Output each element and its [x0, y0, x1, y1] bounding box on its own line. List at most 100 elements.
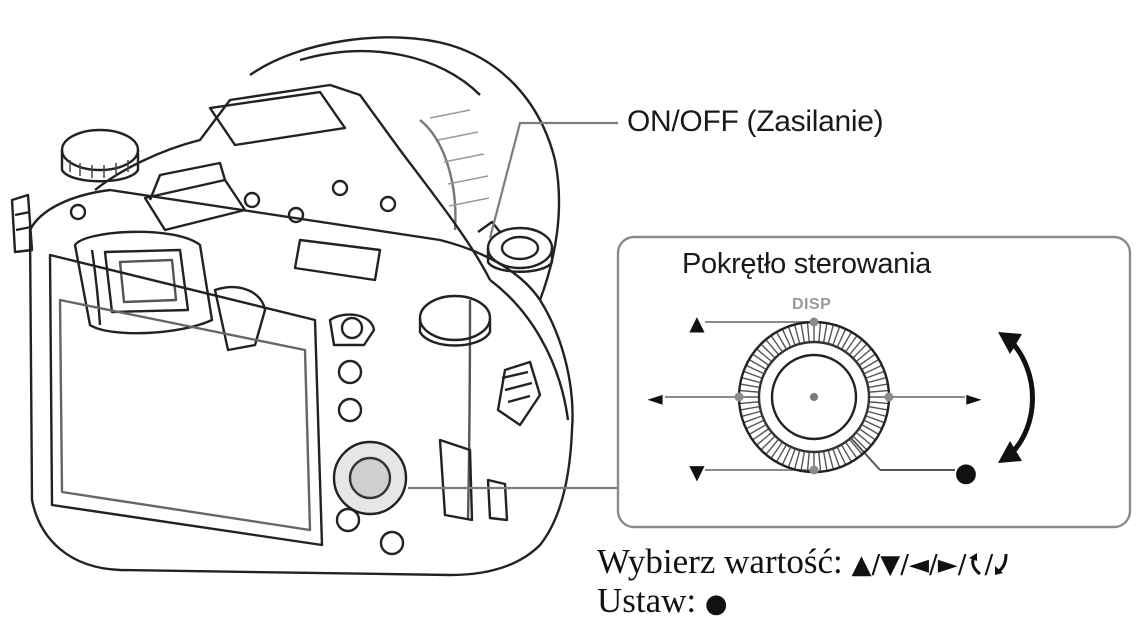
knurl-tick [818, 452, 822, 471]
knurl-tick [869, 401, 888, 405]
dial-inset-panel [616, 235, 1132, 529]
knurl-tick [856, 348, 872, 362]
knurl-tick [806, 452, 810, 471]
wheel-position-dots [734, 317, 894, 475]
knurl-tick [776, 445, 787, 462]
knurl-tick [827, 450, 834, 469]
knurl-tick [837, 447, 846, 465]
knurl-tick [761, 436, 775, 450]
knurl-tick [867, 377, 886, 384]
rotate-ccw-icon [969, 553, 982, 576]
lens-barrel [249, 36, 561, 301]
knurl-tick [770, 442, 783, 459]
knurl-tick [864, 420, 882, 429]
knurl-tick [744, 415, 762, 423]
knurl-tick [749, 424, 766, 435]
power-switch-label: ON/OFF (Zasilanie) [627, 105, 884, 138]
knurl-tick [756, 348, 772, 362]
knurl-tick [752, 428, 769, 441]
knurl-tick [776, 332, 787, 349]
knurl-tick [859, 353, 876, 366]
knurl-tick [841, 332, 852, 349]
knurl-tick [788, 327, 796, 345]
knurl-tick [806, 323, 810, 342]
mode-dial [60, 128, 140, 172]
knurl-tick [862, 359, 879, 370]
knurl-tick [746, 420, 764, 429]
power-switch [486, 226, 554, 270]
rear-lcd [48, 253, 324, 547]
knurl-tick [794, 325, 801, 344]
down-arrow-icon: ▼ [689, 460, 705, 484]
knurl-tick [859, 428, 876, 441]
knurl-tick [853, 344, 867, 358]
set-instruction-text: Ustaw: [597, 581, 705, 620]
rotate-arrow-icon [1008, 338, 1035, 457]
knurl-tick [752, 353, 769, 366]
knurl-tick [744, 371, 762, 379]
eyecup [73, 230, 214, 335]
knurl-tick [749, 359, 766, 370]
knurl-tick [864, 365, 882, 374]
knurl-tick [788, 449, 796, 467]
rear-dial [418, 294, 492, 342]
knurl-tick [740, 401, 759, 405]
rotate-cw-icon [995, 553, 1008, 575]
knurl-tick [782, 329, 791, 347]
knurl-tick [841, 445, 852, 462]
knurl-tick [866, 415, 884, 423]
knurl-tick [756, 432, 772, 446]
knurl-tick [800, 324, 805, 342]
knurl-tick [823, 324, 828, 342]
disp-label: DISP [792, 296, 832, 313]
knurl-tick [765, 439, 779, 455]
right-arrow-icon: ► [966, 386, 982, 410]
set-instruction: Ustaw: ● [597, 581, 728, 621]
symbol-separator: / [984, 550, 994, 580]
left-arrow-icon: ◄ [647, 386, 663, 410]
knurl-tick [770, 335, 783, 352]
knurl-tick [845, 442, 858, 459]
power-callout-line [488, 121, 618, 239]
callout-lines [408, 121, 618, 490]
knurl-tick [800, 452, 805, 470]
knurl-tick [782, 447, 791, 465]
knurl-tick [832, 449, 840, 467]
center-dot-icon: ● [955, 458, 978, 488]
knurl-tick [849, 339, 863, 355]
knurl-tick [849, 439, 863, 455]
knurl-tick [869, 389, 888, 393]
knurl-tick [740, 389, 759, 393]
knurl-tick [741, 383, 759, 388]
control-wheel-title: Pokrętło sterowania [682, 248, 931, 280]
knurl-tick [869, 383, 887, 388]
knurl-tick [827, 325, 834, 344]
knurl-tick [823, 452, 828, 470]
knurl-tick [837, 329, 846, 347]
knurl-tick [742, 377, 761, 384]
select-instruction-text: Wybierz wartość: [597, 542, 852, 581]
control-wheel-knurl [740, 323, 888, 471]
knurl-tick [765, 339, 779, 355]
knurl-tick [794, 450, 801, 469]
knurl-tick [856, 432, 872, 446]
knurl-tick [869, 406, 887, 411]
knurl-tick [742, 410, 761, 417]
knurl-tick [818, 323, 822, 342]
knurl-tick [761, 344, 775, 358]
body-outline [28, 188, 574, 577]
knurl-tick [867, 410, 886, 417]
up-arrow-icon: ▲ [689, 311, 705, 335]
knurl-tick [866, 371, 884, 379]
top-plate [94, 83, 492, 281]
camera-body [10, 36, 574, 577]
set-dot-icon: ● [704, 589, 728, 619]
knurl-tick [746, 365, 764, 374]
knurl-tick [845, 335, 858, 352]
select-instruction: Wybierz wartość: ▲/▼/◄/►// [597, 542, 1011, 582]
knurl-tick [832, 327, 840, 345]
knurl-tick [853, 436, 867, 450]
hotshoe [143, 178, 247, 232]
